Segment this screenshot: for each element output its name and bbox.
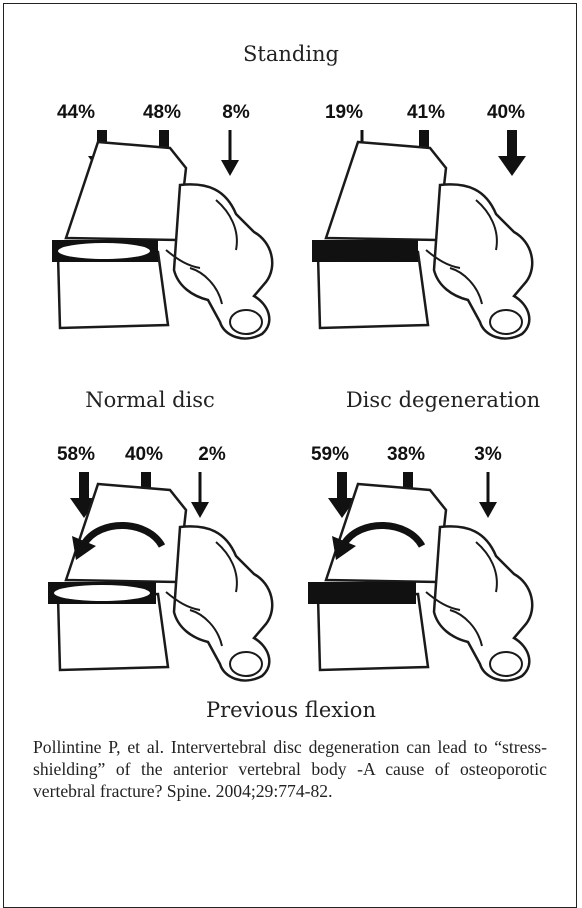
load-middle: 38%	[387, 444, 425, 465]
panel-flexion-normal: 58% 40% 2%	[48, 444, 272, 680]
load-middle: 40%	[125, 444, 163, 465]
load-middle: 48%	[143, 102, 181, 123]
panel-standing-normal: 44% 48% 8%	[52, 102, 272, 338]
disc-nucleus	[318, 243, 410, 259]
load-posterior: 8%	[222, 102, 250, 123]
load-middle: 41%	[407, 102, 445, 123]
load-anterior: 19%	[325, 102, 363, 123]
load-arrow	[498, 130, 526, 176]
disc-nucleus	[58, 243, 150, 259]
citation-text: Pollintine P, et al. Intervertebral disc…	[33, 736, 547, 802]
load-posterior: 40%	[487, 102, 525, 123]
load-anterior: 59%	[311, 444, 349, 465]
load-arrow	[221, 130, 239, 176]
load-posterior: 3%	[474, 444, 502, 465]
disc-nucleus	[314, 585, 410, 601]
load-posterior: 2%	[198, 444, 226, 465]
load-anterior: 58%	[57, 444, 95, 465]
disc-nucleus	[54, 585, 150, 601]
load-arrow	[191, 472, 209, 518]
panel-standing-degenerated: 19% 41% 40%	[312, 102, 532, 338]
load-arrow	[479, 472, 497, 518]
panel-flexion-degenerated: 59% 38% 3%	[308, 444, 532, 680]
load-anterior: 44%	[57, 102, 95, 123]
